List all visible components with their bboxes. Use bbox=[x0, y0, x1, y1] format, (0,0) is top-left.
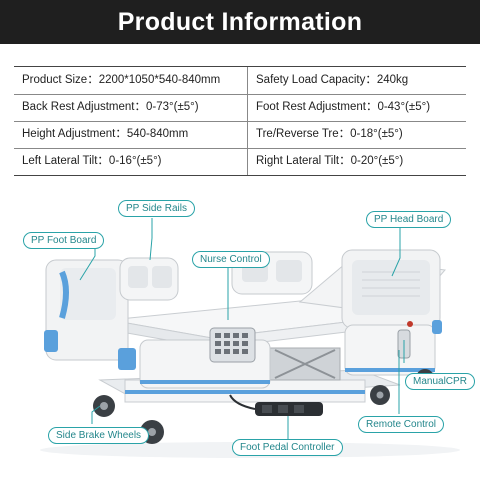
spec-cell-height: Height Adjustment：540-840mm bbox=[22, 128, 189, 140]
header-bar: Product Information bbox=[0, 0, 480, 44]
callout-pp-side-rails: PP Side Rails bbox=[118, 200, 195, 217]
callout-remote-control: Remote Control bbox=[358, 416, 445, 433]
callout-foot-pedal-controller: Foot Pedal Controller bbox=[232, 439, 343, 456]
spec-cell-back-rest: Back Rest Adjustment：0-73°(±5°) bbox=[22, 101, 199, 113]
callout-manual-cpr: ManualCPR bbox=[405, 373, 475, 390]
spec-row: Product Size：2200*1050*540-840mm Safety … bbox=[14, 67, 466, 95]
spec-cell-safety-load: Safety Load Capacity：240kg bbox=[256, 74, 409, 86]
callout-side-brake-wheels: Side Brake Wheels bbox=[48, 427, 150, 444]
spec-row: Height Adjustment：540-840mm Tre/Reverse … bbox=[14, 121, 466, 149]
spec-cell-product-size: Product Size：2200*1050*540-840mm bbox=[22, 74, 221, 86]
bed-diagram: PP Side Rails PP Foot Board Nurse Contro… bbox=[0, 180, 480, 480]
spec-cell-trendelenburg: Tre/Reverse Tre：0-18°(±5°) bbox=[256, 128, 403, 140]
callout-pp-foot-board: PP Foot Board bbox=[23, 232, 105, 249]
spec-table: Product Size：2200*1050*540-840mm Safety … bbox=[14, 66, 466, 176]
spec-cell-foot-rest: Foot Rest Adjustment：0-43°(±5°) bbox=[256, 101, 431, 113]
page-title: Product Information bbox=[117, 7, 363, 36]
spec-row: Left Lateral Tilt：0-16°(±5°) Right Later… bbox=[14, 148, 466, 175]
spec-row: Back Rest Adjustment：0-73°(±5°) Foot Res… bbox=[14, 94, 466, 122]
spec-cell-right-tilt: Right Lateral Tilt：0-20°(±5°) bbox=[256, 155, 404, 167]
callout-pp-head-board: PP Head Board bbox=[366, 211, 452, 228]
spec-cell-left-tilt: Left Lateral Tilt：0-16°(±5°) bbox=[22, 155, 162, 167]
callout-nurse-control: Nurse Control bbox=[192, 251, 270, 268]
